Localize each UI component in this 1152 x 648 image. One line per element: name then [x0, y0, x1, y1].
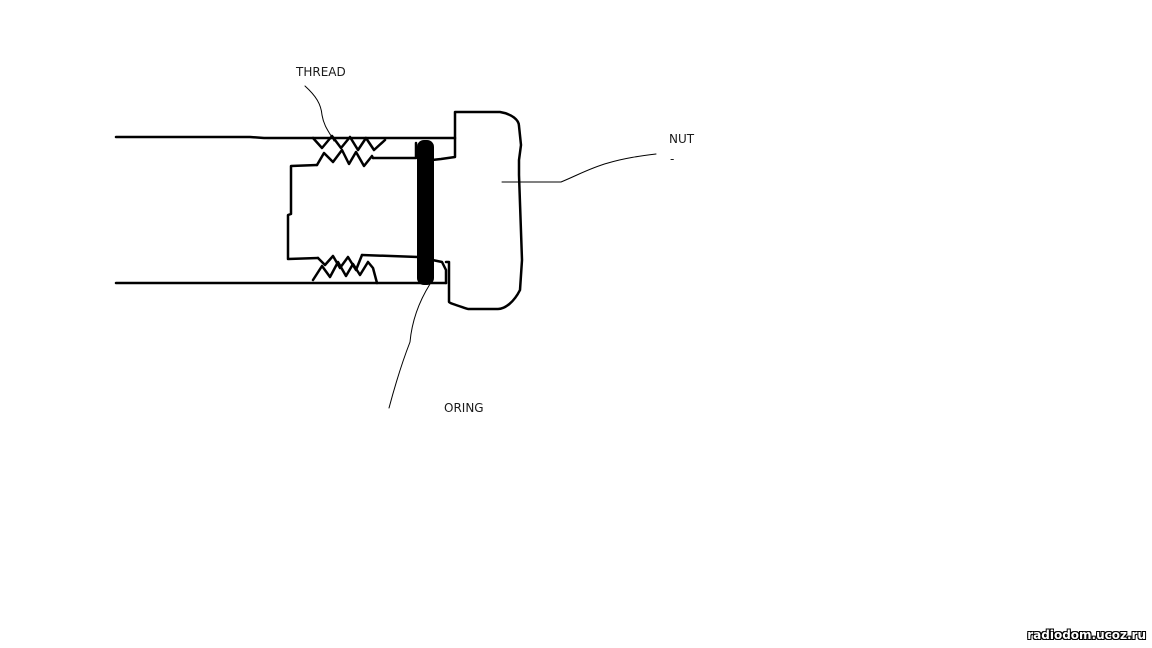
nut-dash: - — [670, 152, 675, 166]
nut-leader — [502, 154, 656, 182]
thread-bottom — [313, 255, 377, 283]
watermark: radiodom.ucoz.ru — [1027, 628, 1146, 642]
o-ring — [417, 140, 434, 285]
pipe — [116, 137, 455, 283]
thread-bottom-lower — [313, 262, 377, 283]
fitting-body — [288, 143, 446, 283]
leader-lines — [305, 86, 656, 408]
oring-label: ORING — [444, 401, 484, 415]
thread-leader — [305, 86, 334, 141]
thread-top — [313, 136, 385, 166]
fitting-top-edge — [373, 143, 416, 158]
nut — [432, 112, 522, 309]
nut-label: NUT — [669, 132, 695, 146]
oring-leader — [389, 284, 430, 408]
fitting-bottom-edge — [362, 255, 446, 283]
thread-top-lower — [317, 150, 373, 166]
thread-top-upper — [313, 136, 385, 150]
thread-label: THREAD — [296, 65, 346, 79]
pipe-top-line — [116, 137, 455, 138]
fitting-outline — [288, 165, 318, 259]
